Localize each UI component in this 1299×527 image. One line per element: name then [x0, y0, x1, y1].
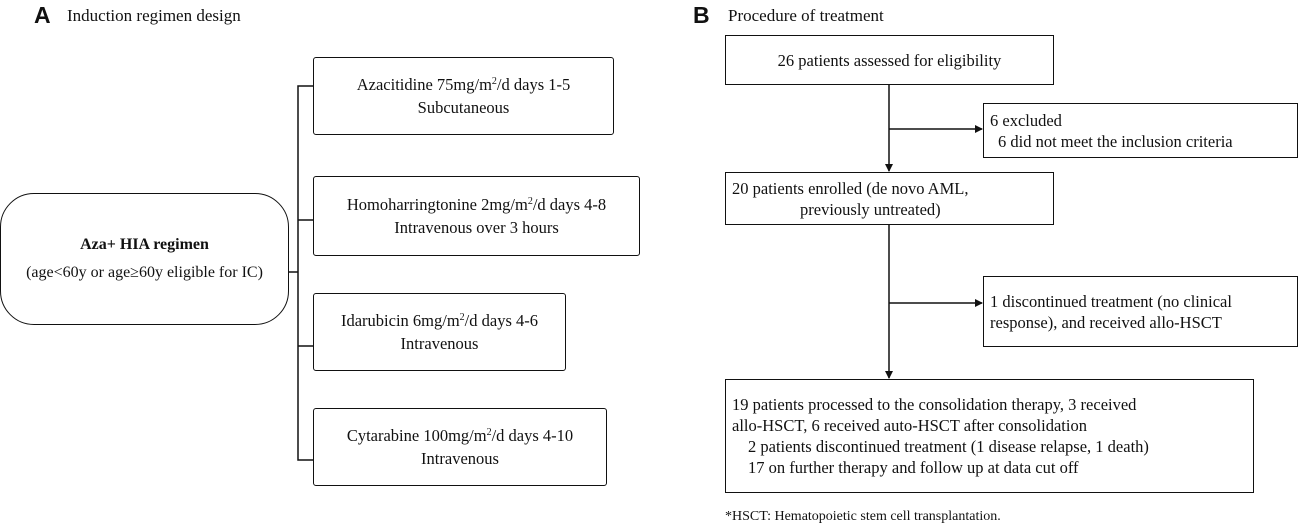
enrolled-box: 20 patients enrolled (de novo AML, previ…	[725, 172, 1054, 225]
excluded-line2: 6 did not meet the inclusion criteria	[998, 131, 1233, 151]
drug-dose: Idarubicin 6mg/m2/d days 4-6	[340, 311, 538, 330]
footnote: *HSCT: Hematopoietic stem cell transplan…	[725, 509, 1001, 524]
regimen-name: Aza+ HIA regimen	[80, 236, 209, 253]
assessed-text: 26 patients assessed for eligibility	[777, 50, 1002, 70]
drug-box-homoharringtonine: Homoharringtonine 2mg/m2/d days 4-8 Intr…	[313, 176, 640, 256]
drug-box-azacitidine: Azacitidine 75mg/m2/d days 1-5 Subcutane…	[313, 57, 614, 135]
consolidation-line1: 19 patients processed to the consolidati…	[732, 395, 1137, 414]
assessed-box: 26 patients assessed for eligibility	[725, 35, 1054, 85]
drug-route: Intravenous over 3 hours	[394, 218, 559, 237]
drug-route: Intravenous	[421, 449, 499, 468]
regimen-bracket	[297, 85, 313, 461]
discontinued-line2: response), and received allo-HSCT	[990, 312, 1222, 332]
panel-a-title: Induction regimen design	[67, 6, 241, 25]
panel-b-title: Procedure of treatment	[728, 6, 884, 25]
panel-b-letter: B	[693, 2, 710, 28]
consolidation-line3: 2 patients discontinued treatment (1 dis…	[748, 437, 1149, 456]
consolidation-line2: allo-HSCT, 6 received auto-HSCT after co…	[732, 416, 1087, 435]
drug-dose: Azacitidine 75mg/m2/d days 1-5	[356, 75, 571, 94]
discontinued-line1: 1 discontinued treatment (no clinical	[990, 291, 1232, 311]
drug-route: Subcutaneous	[417, 98, 510, 117]
regimen-criteria: (age<60y or age≥60y eligible for IC)	[26, 264, 263, 281]
regimen-box: Aza+ HIA regimen (age<60y or age≥60y eli…	[0, 193, 289, 325]
drug-box-idarubicin: Idarubicin 6mg/m2/d days 4-6 Intravenous	[313, 293, 566, 371]
drug-dose: Homoharringtonine 2mg/m2/d days 4-8	[346, 195, 607, 214]
drug-box-cytarabine: Cytarabine 100mg/m2/d days 4-10 Intraven…	[313, 408, 607, 486]
excluded-line1: 6 excluded	[990, 110, 1062, 130]
excluded-box: 6 excluded 6 did not meet the inclusion …	[983, 103, 1298, 158]
consolidation-line4: 17 on further therapy and follow up at d…	[748, 458, 1079, 477]
drug-dose: Cytarabine 100mg/m2/d days 4-10	[346, 426, 574, 445]
enrolled-line1: 20 patients enrolled (de novo AML,	[732, 178, 969, 198]
enrolled-line2: previously untreated)	[800, 199, 941, 219]
consolidation-box: 19 patients processed to the consolidati…	[725, 379, 1254, 493]
drug-route: Intravenous	[400, 334, 479, 353]
panel-a-letter: A	[34, 2, 51, 28]
discontinued-box: 1 discontinued treatment (no clinical re…	[983, 276, 1298, 347]
